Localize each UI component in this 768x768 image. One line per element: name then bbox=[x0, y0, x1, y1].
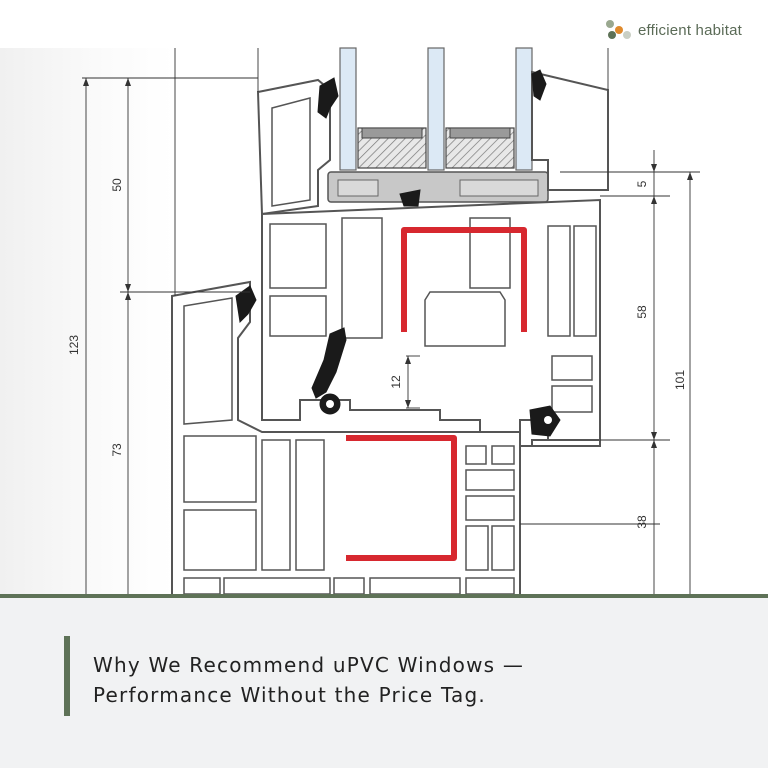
wall-background bbox=[0, 48, 175, 596]
dim-label-12: 12 bbox=[389, 375, 403, 389]
steel-reinforcement bbox=[346, 227, 527, 561]
dimension-lines bbox=[82, 48, 700, 594]
window-profile-cross-section: 123 50 73 12 5 58 38 101 bbox=[67, 47, 700, 597]
gaskets bbox=[235, 69, 561, 437]
brand-logo: efficient habitat bbox=[605, 20, 742, 40]
caption-line-2: Performance Without the Price Tag. bbox=[93, 683, 486, 707]
spacer-bars bbox=[357, 127, 515, 169]
frame-chambers bbox=[183, 297, 515, 595]
sash-chambers bbox=[269, 97, 597, 413]
dimension-labels: 123 50 73 12 5 58 38 101 bbox=[67, 178, 687, 529]
triple-glazing bbox=[339, 47, 533, 171]
caption-accent-bar bbox=[64, 636, 70, 716]
sash-profile bbox=[256, 70, 609, 441]
caption-heading: Why We Recommend uPVC Windows — Performa… bbox=[93, 650, 733, 710]
dim-label-73: 73 bbox=[110, 443, 124, 457]
gasket-highlights bbox=[326, 400, 552, 424]
glazing-bead bbox=[327, 171, 549, 203]
dim-label-101: 101 bbox=[673, 370, 687, 390]
divider-line bbox=[0, 594, 768, 598]
brand-name: efficient habitat bbox=[637, 21, 742, 39]
dim-label-50: 50 bbox=[110, 178, 124, 192]
logo-dots-icon bbox=[605, 20, 632, 40]
header-band bbox=[0, 0, 768, 48]
dimension-arrows bbox=[83, 78, 693, 448]
dim-label-38: 38 bbox=[635, 515, 649, 529]
dim-label-5: 5 bbox=[635, 180, 649, 187]
caption-line-1: Why We Recommend uPVC Windows — bbox=[93, 653, 525, 677]
dim-label-58: 58 bbox=[635, 305, 649, 319]
dim-label-123: 123 bbox=[67, 335, 81, 355]
caption-panel: Why We Recommend uPVC Windows — Performa… bbox=[0, 598, 768, 768]
